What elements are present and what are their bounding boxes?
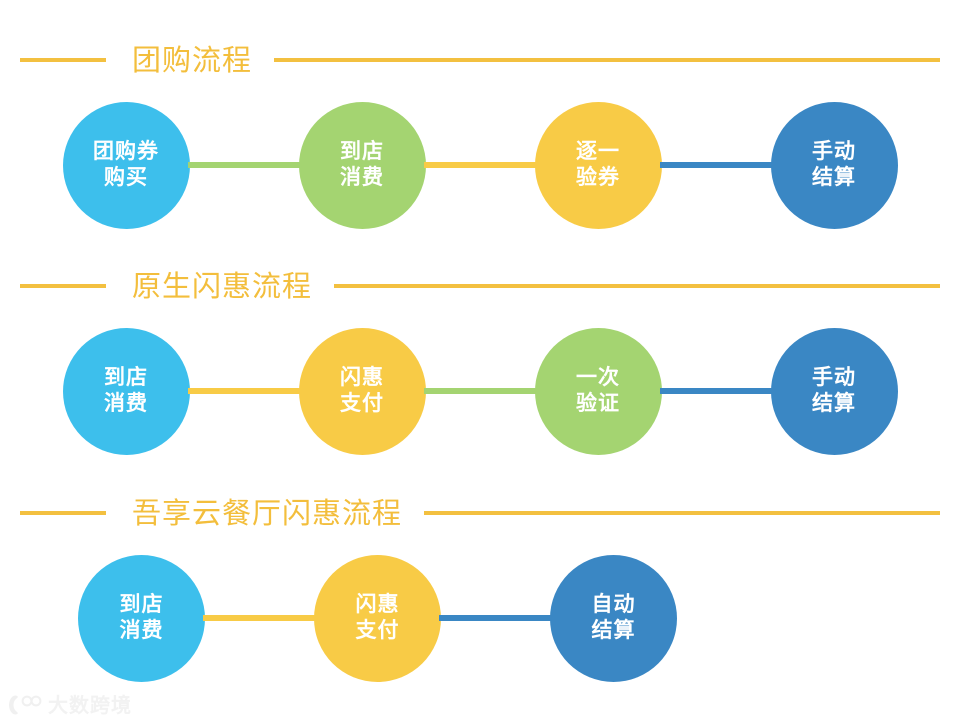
flow-node-2-2[interactable]: 闪惠 支付: [298, 327, 426, 455]
flow-node-label-line1: 团购券: [93, 139, 159, 164]
flow-connector-2-1: [187, 388, 301, 394]
flow-node-label-line2: 结算: [591, 618, 636, 642]
flow-connector-2-3: [659, 388, 773, 394]
logo-mark-icon: [8, 694, 42, 716]
flow-connector-3-1: [203, 615, 316, 621]
section-1-heading: 团购流程: [0, 38, 960, 82]
flow-node-label-line2: 支付: [355, 618, 400, 642]
section-3-title: 吾享云餐厅闪惠流程: [132, 495, 403, 530]
flow-node-label-line1: 闪惠: [340, 365, 384, 390]
flow-node-label-line2: 结算: [812, 391, 856, 415]
flow-node-1-3[interactable]: 逐一 验券: [534, 101, 662, 229]
flow-connector-3-2: [439, 615, 552, 621]
flow-node-2-4[interactable]: 手动 结算: [770, 327, 898, 455]
flow-node-label-line1: 到店: [104, 365, 148, 390]
flow-node-label-line1: 手动: [812, 365, 856, 390]
section-3-heading: 吾享云餐厅闪惠流程: [0, 491, 960, 535]
heading-rule-right: [424, 511, 940, 515]
flow-node-label-line1: 一次: [576, 365, 620, 390]
flow-node-label-line1: 闪惠: [355, 592, 400, 617]
flow-row-1: 团购券 购买 到店 消费 逐一 验券 手动 结算: [0, 90, 960, 240]
flow-node-2-1[interactable]: 到店 消费: [62, 327, 190, 455]
flow-connector-1-3: [659, 162, 773, 168]
flow-node-3-2[interactable]: 闪惠 支付: [314, 554, 441, 682]
flow-node-label-line2: 购买: [104, 165, 148, 189]
flow-connector-1-2: [423, 162, 537, 168]
flow-node-label-line1: 自动: [591, 592, 636, 617]
flow-node-label-line2: 验券: [576, 165, 620, 189]
heading-rule-left: [20, 511, 106, 515]
flow-node-label-line2: 验证: [576, 391, 620, 415]
heading-rule-right: [334, 284, 940, 288]
flow-row-2: 到店 消费 闪惠 支付 一次 验证 手动 结算: [0, 316, 960, 466]
heading-rule-left: [20, 284, 106, 288]
flow-node-label-line1: 到店: [119, 592, 164, 617]
heading-rule-left: [20, 58, 106, 62]
flow-row-3: 到店 消费 闪惠 支付 自动 结算: [0, 543, 960, 693]
flow-node-label-line2: 消费: [340, 165, 384, 189]
heading-rule-right: [274, 58, 940, 62]
flow-node-label-line1: 到店: [340, 139, 384, 164]
section-2-title: 原生闪惠流程: [132, 268, 313, 303]
watermark: 大数跨境: [8, 694, 132, 716]
flow-node-label-line1: 逐一: [576, 139, 620, 164]
flow-node-label-line1: 手动: [812, 139, 856, 164]
flow-node-2-3[interactable]: 一次 验证: [534, 327, 662, 455]
flow-node-1-1[interactable]: 团购券 购买: [62, 101, 190, 229]
flow-node-3-1[interactable]: 到店 消费: [78, 554, 205, 682]
section-1-title: 团购流程: [132, 42, 253, 77]
flow-node-1-2[interactable]: 到店 消费: [298, 101, 426, 229]
flow-connector-1-1: [187, 162, 301, 168]
flow-node-label-line2: 消费: [104, 391, 148, 415]
flow-node-1-4[interactable]: 手动 结算: [770, 101, 898, 229]
flow-node-label-line2: 结算: [812, 165, 856, 189]
flow-node-3-3[interactable]: 自动 结算: [550, 554, 677, 682]
section-2-heading: 原生闪惠流程: [0, 264, 960, 308]
flow-connector-2-2: [423, 388, 537, 394]
watermark-text: 大数跨境: [48, 693, 132, 717]
flow-node-label-line2: 消费: [119, 618, 164, 642]
flow-node-label-line2: 支付: [340, 391, 384, 415]
